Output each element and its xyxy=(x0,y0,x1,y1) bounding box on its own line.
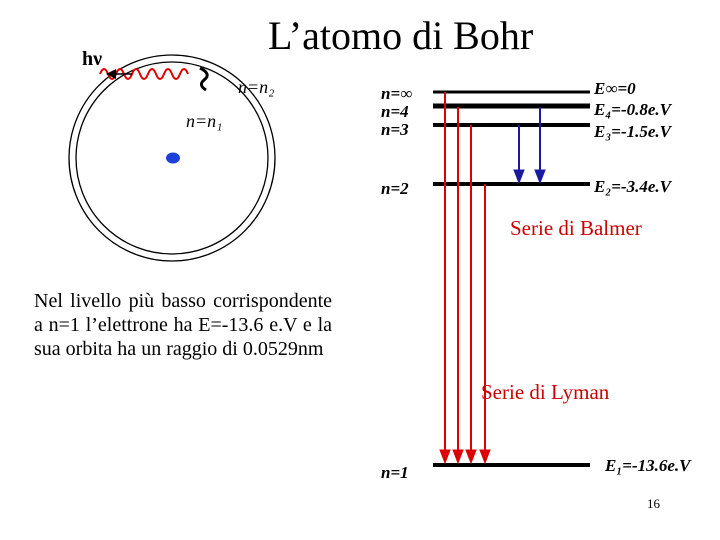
energy-label-3: E₃=-1.5e.V xyxy=(594,122,671,141)
outer-orbit-label: n=n₂ xyxy=(238,77,275,97)
level-label-inf: n=∞ xyxy=(381,84,413,103)
level-label-4: n=4 xyxy=(381,102,409,121)
photon-label: hν xyxy=(82,48,103,70)
lyman-series-label: Serie di Lyman xyxy=(481,380,610,404)
nucleus xyxy=(166,152,180,164)
page-number: 16 xyxy=(647,496,660,511)
energy-label-2: E₂=-3.4e.V xyxy=(594,177,671,196)
description-text: Nel livello più basso corrispondente a n… xyxy=(34,290,332,360)
level-label-3: n=3 xyxy=(381,120,409,139)
outer-orbit xyxy=(68,54,276,262)
inner-orbit-label: n=n₁ xyxy=(186,111,223,131)
slide-title: L’atomo di Bohr xyxy=(268,13,534,58)
energy-label-4: E₄=-0.8e.V xyxy=(594,100,671,119)
energy-label-inf: E∞=0 xyxy=(594,79,636,98)
energy-label-1: E₁=-13.6e.V xyxy=(605,456,691,475)
lyman-arrows xyxy=(439,92,491,465)
electron-jump-arrow xyxy=(199,66,209,92)
balmer-arrows xyxy=(513,107,546,185)
photon-arrowhead xyxy=(106,69,116,79)
level-label-1: n=1 xyxy=(381,463,409,482)
balmer-series-label: Serie di Balmer xyxy=(510,216,642,240)
level-label-2: n=2 xyxy=(381,179,409,198)
inner-orbit xyxy=(75,61,269,255)
